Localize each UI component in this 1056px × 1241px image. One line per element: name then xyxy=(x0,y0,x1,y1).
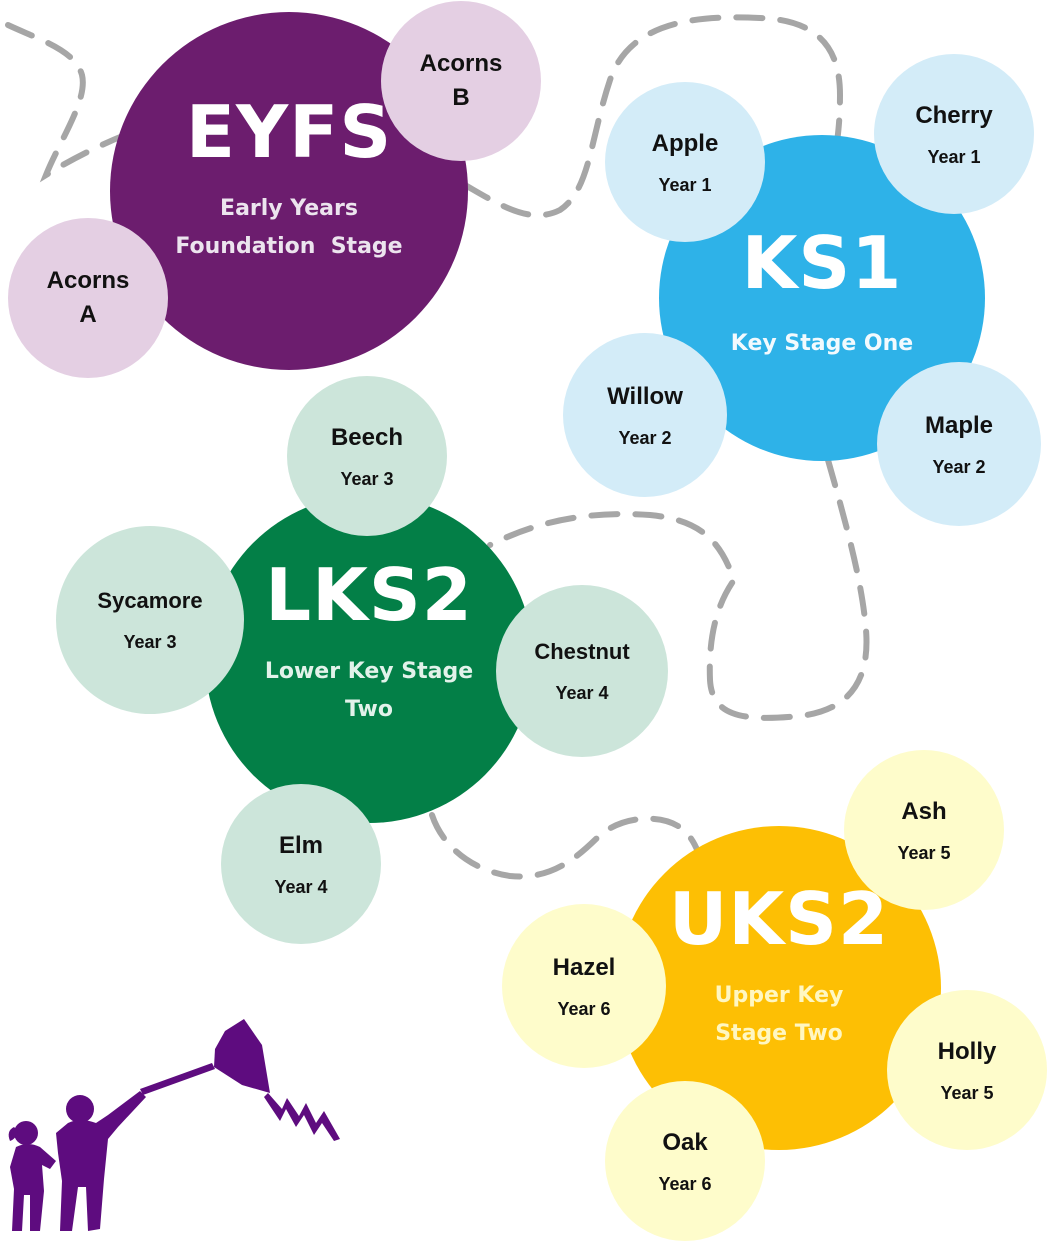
class-ash-name: Ash xyxy=(901,797,947,825)
stage-uks2-subtitle: Upper Key Stage Two xyxy=(715,977,844,1053)
stage-lks2-subtitle-line1: Lower Key Stage xyxy=(264,659,474,684)
class-beech: Beech Year 3 xyxy=(287,376,447,536)
stage-lks2-subtitle-line2: Two xyxy=(344,697,393,722)
stage-eyfs-subtitle-line2: Foundation Stage xyxy=(175,234,403,259)
class-acorns-b-line1: Acorns xyxy=(419,50,503,77)
stage-lks2-subtitle: Lower Key Stage Two xyxy=(265,653,473,729)
class-oak: Oak Year 6 xyxy=(605,1081,765,1241)
stage-lks2-circle: LKS2 Lower Key Stage Two xyxy=(205,495,533,823)
stage-eyfs-subtitle: Early Years Foundation Stage xyxy=(175,190,402,266)
class-maple: Maple Year 2 xyxy=(877,362,1041,526)
class-willow-name: Willow xyxy=(607,382,683,410)
class-willow-year: Year 2 xyxy=(618,428,672,449)
class-chestnut: Chestnut Year 4 xyxy=(496,585,668,757)
class-maple-name: Maple xyxy=(924,411,993,439)
class-cherry-year: Year 1 xyxy=(927,147,981,168)
class-ash-year: Year 5 xyxy=(897,843,951,864)
stage-uks2-title: UKS2 xyxy=(668,877,890,961)
path-ks1-to-lks2 xyxy=(487,457,870,721)
children-flying-kite-icon xyxy=(8,1019,340,1231)
stage-lks2-title: LKS2 xyxy=(265,553,473,637)
stage-ks1-subtitle: Key Stage One xyxy=(730,331,914,356)
stage-ks1-title: KS1 xyxy=(741,221,903,305)
class-chestnut-year: Year 4 xyxy=(555,682,609,703)
stage-eyfs-subtitle-line1: Early Years xyxy=(220,196,358,221)
class-cherry-name: Cherry xyxy=(915,101,993,129)
class-sycamore-year: Year 3 xyxy=(123,631,177,652)
class-sycamore: Sycamore Year 3 xyxy=(56,526,244,714)
class-sycamore-name: Sycamore xyxy=(97,588,203,614)
class-acorns-b: Acorns B xyxy=(381,1,541,161)
class-holly: Holly Year 5 xyxy=(887,990,1047,1150)
class-apple: Apple Year 1 xyxy=(605,82,765,242)
class-oak-year: Year 6 xyxy=(658,1174,712,1195)
class-acorns-a: Acorns A xyxy=(8,218,168,378)
class-holly-year: Year 5 xyxy=(940,1083,994,1104)
class-acorns-b-line2: B xyxy=(452,84,470,111)
class-acorns-a-line1: Acorns xyxy=(46,267,130,294)
class-maple-year: Year 2 xyxy=(932,457,986,478)
stage-uks2-subtitle-line1: Upper Key xyxy=(714,983,844,1008)
class-elm: Elm Year 4 xyxy=(221,784,381,944)
class-beech-name: Beech xyxy=(330,423,404,451)
class-hazel: Hazel Year 6 xyxy=(502,904,666,1068)
class-elm-year: Year 4 xyxy=(274,877,328,898)
class-elm-name: Elm xyxy=(278,831,323,859)
class-chestnut-name: Chestnut xyxy=(534,639,630,665)
stage-eyfs-title: EYFS xyxy=(185,90,393,174)
class-hazel-name: Hazel xyxy=(552,953,616,981)
class-beech-year: Year 3 xyxy=(340,469,394,490)
class-acorns-a-line2: A xyxy=(79,301,97,328)
class-hazel-year: Year 6 xyxy=(557,999,611,1020)
class-cherry: Cherry Year 1 xyxy=(874,54,1034,214)
stage-uks2-subtitle-line2: Stage Two xyxy=(715,1021,843,1046)
class-apple-year: Year 1 xyxy=(658,175,712,196)
path-lks2-to-uks2 xyxy=(429,812,701,880)
path-eyfs-to-ks1 xyxy=(462,14,844,219)
class-holly-name: Holly xyxy=(937,1037,997,1065)
class-apple-name: Apple xyxy=(651,129,719,157)
stage-uks2-circle: UKS2 Upper Key Stage Two xyxy=(617,826,941,1150)
class-ash: Ash Year 5 xyxy=(844,750,1004,910)
path-start-to-eyfs xyxy=(5,22,128,183)
class-oak-name: Oak xyxy=(662,1128,708,1156)
class-willow: Willow Year 2 xyxy=(563,333,727,497)
